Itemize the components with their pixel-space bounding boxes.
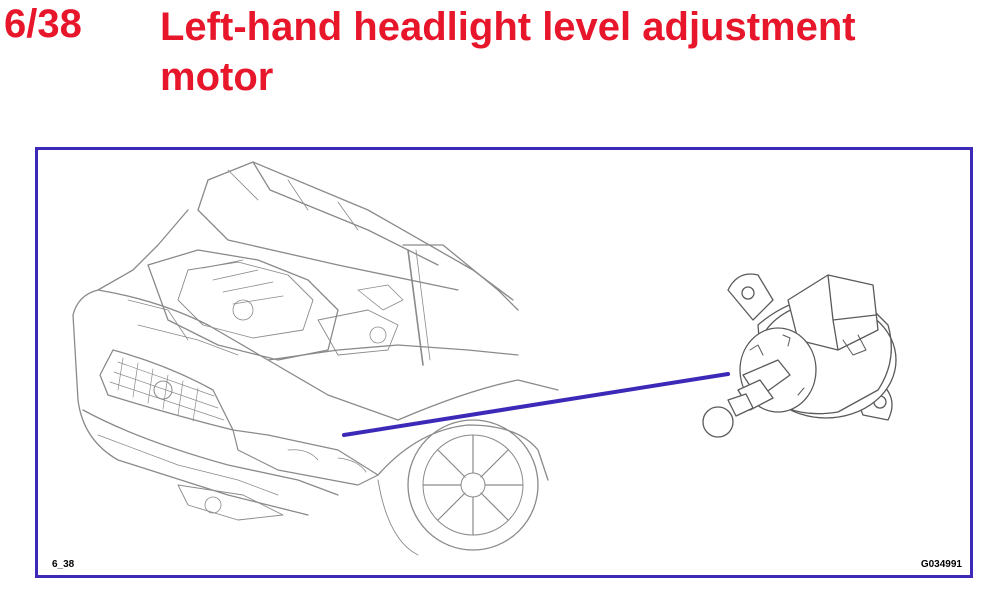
adjustment-motor-icon xyxy=(702,273,897,438)
figure-drawing xyxy=(72,161,897,556)
page-title: Left-hand headlight level adjustment mot… xyxy=(160,5,856,99)
car-line-drawing-icon xyxy=(72,161,559,556)
page-header: 6/38 Left-hand headlight level adjustmen… xyxy=(0,0,988,140)
pointer-line xyxy=(342,372,730,437)
page-number: 6/38 xyxy=(4,2,82,46)
figure-label-right: G034991 xyxy=(920,559,962,570)
figure-label-left: 6_38 xyxy=(52,559,75,570)
figure-frame: 6_38 G034991 xyxy=(35,147,973,578)
